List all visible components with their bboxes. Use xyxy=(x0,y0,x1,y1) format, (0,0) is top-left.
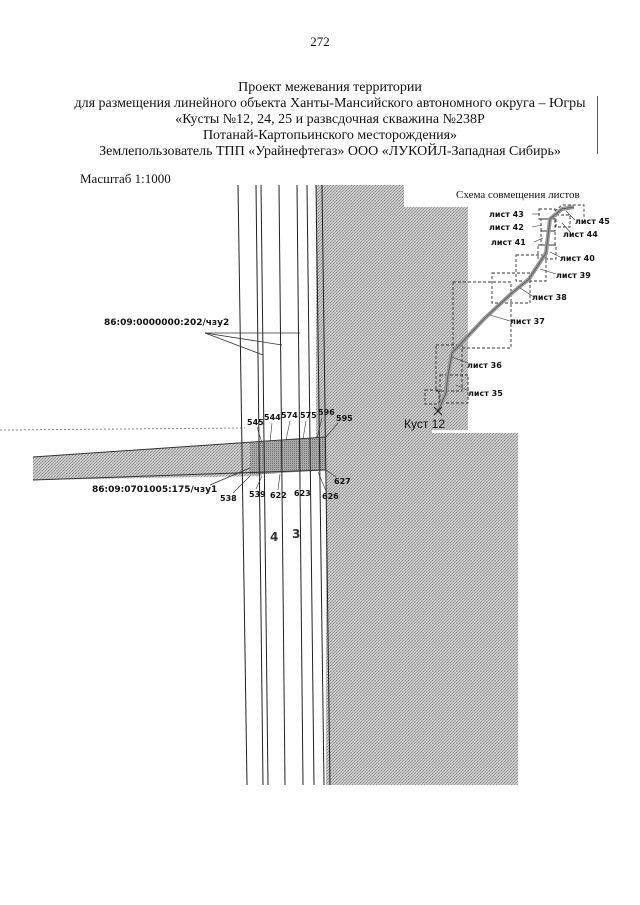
cluster-marker-icon xyxy=(433,406,443,416)
title-line-5: Землепользователь ТПП «Урайнефтегаз» ООО… xyxy=(99,144,561,159)
point-622: 622 xyxy=(270,491,287,500)
sheet-40: лист 40 xyxy=(560,254,595,263)
title-line-2: для размещения линейного объекта Ханты-М… xyxy=(74,96,586,111)
zone-number-4: 4 xyxy=(270,530,278,544)
document-title: Проект межевания территории для размещен… xyxy=(40,80,620,160)
title-line-3: «Кусты №12, 24, 25 и развсдочная скважин… xyxy=(175,112,485,127)
leader-upper xyxy=(204,332,300,356)
sheet-41: лист 41 xyxy=(491,238,526,247)
point-575: 575 xyxy=(300,411,317,420)
hatched-strip-west xyxy=(33,441,262,480)
sheet-37: лист 37 xyxy=(510,317,545,326)
crossing-area xyxy=(250,437,326,475)
point-545: 545 xyxy=(247,418,264,427)
sheet-45: лист 45 xyxy=(575,217,610,226)
parcel-label-upper: 86:09:0000000:202/чзу2 xyxy=(104,318,229,328)
point-596: 596 xyxy=(318,408,335,417)
point-627: 627 xyxy=(334,477,351,486)
point-538: 538 xyxy=(220,494,237,503)
corridor-lines xyxy=(237,185,331,786)
leader-lower xyxy=(209,467,251,486)
sheet-scheme: Схема совмещения листов xyxy=(404,189,610,431)
strip-edge-bottom xyxy=(32,469,327,481)
sheet-44: лист 44 xyxy=(563,230,598,239)
title-line-4: Потанай-Картопьинского месторождения» xyxy=(202,128,458,143)
point-539: 539 xyxy=(249,490,266,499)
point-595: 595 xyxy=(336,414,353,423)
point-leaders-top xyxy=(256,417,339,444)
sheet-43: лист 43 xyxy=(489,210,524,219)
sheet-39: лист 39 xyxy=(556,271,591,280)
scale-label: Масштаб 1:1000 xyxy=(80,171,171,186)
cluster-label: Куст 12 xyxy=(404,417,445,431)
point-544: 544 xyxy=(264,413,281,422)
page-number: 272 xyxy=(310,34,330,49)
zone-number-3: 3 xyxy=(292,527,300,541)
margin-rule xyxy=(597,96,598,154)
point-labels-top: 545 544 574 575 596 595 xyxy=(247,408,353,427)
sheet-36: лист 36 xyxy=(467,361,502,370)
point-623: 623 xyxy=(294,489,311,498)
sheet-42: лист 42 xyxy=(489,223,524,232)
strip-edge-top xyxy=(32,436,327,458)
scheme-title: Схема совмещения листов xyxy=(456,189,580,201)
survey-map: 86:09:0000000:202/чзу2 545 544 574 575 5… xyxy=(0,185,610,786)
sheet-35: лист 35 xyxy=(468,389,503,398)
point-626: 626 xyxy=(322,492,339,501)
title-line-1: Проект межевания территории xyxy=(238,80,422,95)
point-leaders-bottom xyxy=(232,469,337,494)
point-labels-bottom: 538 539 622 623 626 627 xyxy=(220,477,351,503)
point-574: 574 xyxy=(281,411,298,420)
sheet-38: лист 38 xyxy=(532,293,567,302)
faint-boundary xyxy=(0,427,246,431)
parcel-label-lower: 86:09:0701005:175/чзу1 xyxy=(92,485,217,495)
